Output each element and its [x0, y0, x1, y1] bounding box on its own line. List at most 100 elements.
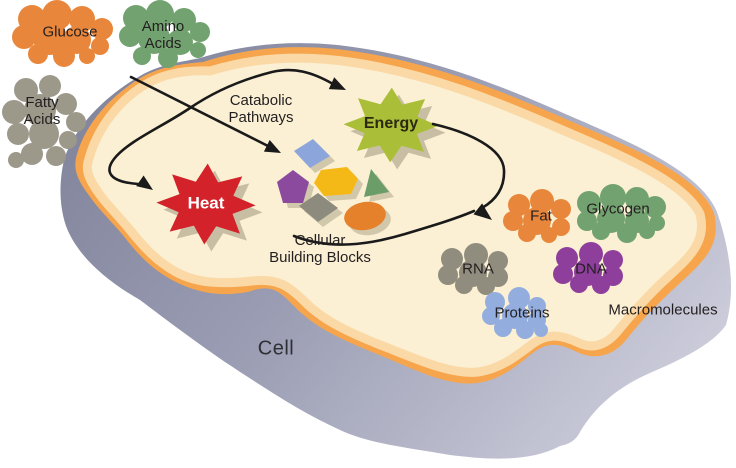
building-block-pentagon	[277, 170, 309, 203]
glucose-blob	[12, 0, 113, 67]
building-block-hexagon	[314, 167, 358, 196]
blob-lobe	[172, 8, 196, 32]
blob-lobe	[21, 143, 43, 165]
fat-blob	[503, 189, 571, 243]
blob-lobe	[28, 44, 48, 64]
blob-lobe	[123, 5, 149, 31]
arrow-catabolic-branch	[108, 68, 335, 186]
building-block-ellipse	[344, 201, 386, 231]
glycogen-blob	[577, 184, 666, 243]
blob-lobe	[530, 189, 554, 213]
arrowhead-building-blocks	[263, 140, 281, 153]
dna-label: DNA	[575, 260, 607, 278]
blob-lobe	[91, 37, 109, 55]
blob-lobe	[644, 196, 666, 218]
energy-label: Energy	[363, 114, 419, 132]
blob-lobe	[79, 48, 95, 64]
blob-lobe	[570, 275, 588, 293]
catabolic-pathways-label: Catabolic Pathways	[228, 92, 294, 126]
blob-lobe	[190, 42, 206, 58]
amino-acids-label: Amino Acids	[141, 18, 185, 52]
blob-lobe	[133, 47, 151, 65]
building-block-diamond	[294, 139, 330, 168]
blob-lobe	[534, 323, 548, 337]
blob-lobe	[625, 187, 649, 211]
energy-star	[343, 87, 439, 163]
blob-lobe	[29, 119, 59, 149]
cell-surface	[82, 53, 706, 377]
blob-lobe	[541, 227, 557, 243]
blob-lobe	[488, 251, 508, 271]
blob-lobe	[577, 191, 601, 215]
blob-lobe	[190, 22, 210, 42]
macromolecules-label: Macromolecules	[608, 301, 718, 319]
blob-lobe	[556, 247, 578, 269]
blob-lobe	[552, 218, 570, 236]
blob-lobe	[482, 307, 500, 325]
blob-lobe	[12, 25, 36, 49]
blob-lobe	[59, 131, 77, 149]
blob-lobe	[592, 222, 610, 240]
blob-lobe	[592, 276, 610, 294]
blob-lobe	[158, 48, 178, 68]
dna-blob	[553, 242, 623, 294]
blob-lobe	[24, 94, 56, 126]
building-block-triangle	[364, 169, 389, 197]
blob-lobe	[503, 211, 523, 231]
blob-lobe	[46, 146, 66, 166]
blob-lobe	[600, 184, 626, 210]
blob-lobe	[551, 199, 571, 219]
blob-lobe	[2, 100, 26, 124]
blob-lobe	[146, 0, 174, 28]
blob-lobe	[119, 25, 141, 47]
glucose-label: Glucose	[42, 23, 98, 41]
blob-lobe	[455, 276, 473, 294]
amino-acids-blob	[119, 0, 210, 68]
arrow-blocks-to-macromolecules	[292, 209, 476, 246]
blob-lobe	[441, 248, 463, 270]
cell-label: Cell	[257, 337, 295, 360]
proteins-blob	[482, 287, 548, 339]
rna-blob	[438, 243, 508, 295]
arrowhead-to-energy	[328, 77, 346, 90]
blob-lobe	[55, 93, 77, 115]
blob-lobe	[485, 292, 505, 312]
blob-lobe	[66, 112, 86, 132]
arrowhead-to-heat	[136, 175, 153, 190]
cellular-building-blocks-label: Cellular Building Blocks	[269, 232, 371, 266]
heat-star	[156, 163, 256, 245]
blob-lobe	[494, 319, 512, 337]
blob-lobe	[39, 75, 61, 97]
blob-lobe	[516, 321, 534, 339]
blob-lobe	[603, 250, 623, 270]
blob-lobe	[69, 6, 95, 32]
heat-label: Heat	[187, 193, 225, 213]
blob-lobe	[508, 194, 530, 216]
blob-lobe	[53, 45, 75, 67]
blob-lobe	[617, 223, 637, 243]
building-blocks-group	[277, 139, 389, 231]
glycogen-label: Glycogen	[586, 200, 650, 218]
blob-lobe	[14, 78, 38, 102]
blob-lobe	[553, 264, 573, 284]
blob-lobe	[167, 29, 193, 55]
blob-lobe	[639, 223, 655, 239]
arrow-energy-to-macromolecules	[431, 122, 506, 210]
rna-label: RNA	[462, 260, 494, 278]
building-block-parallelogram	[299, 193, 338, 222]
proteins-label: Proteins	[494, 304, 550, 322]
arrow-nutrients-to-building-blocks	[129, 75, 270, 148]
fatty-acids-blob	[2, 75, 86, 168]
blob-lobe	[528, 297, 546, 315]
blob-lobe	[577, 211, 597, 231]
blob-lobe	[91, 18, 113, 40]
blob-lobe	[518, 224, 536, 242]
fat-label: Fat	[530, 207, 552, 225]
blob-lobe	[138, 22, 170, 54]
arrowhead-macromolecules	[473, 203, 492, 220]
blob-lobe	[8, 152, 24, 168]
blob-lobe	[477, 277, 495, 295]
blob-lobe	[438, 265, 458, 285]
